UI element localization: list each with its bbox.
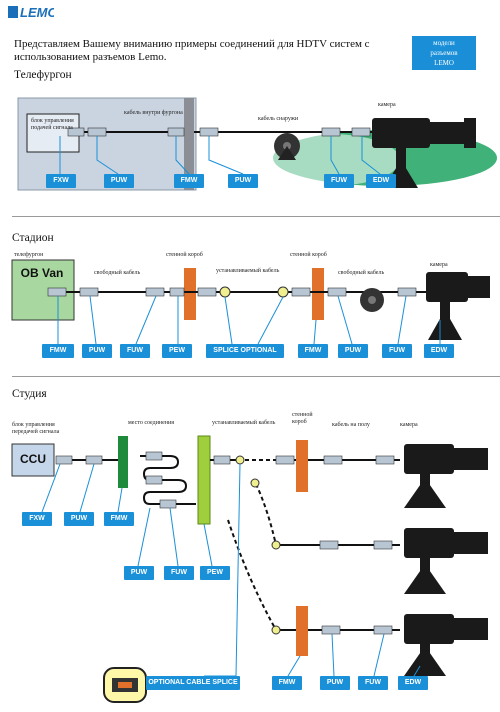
stadium-camera-label: камера bbox=[430, 262, 448, 268]
tag-edw[interactable]: EDW bbox=[366, 174, 396, 188]
studio-tag-fuw[interactable]: FUW bbox=[164, 566, 194, 580]
wall-box-2 bbox=[312, 268, 324, 320]
studio-tag-pew[interactable]: PEW bbox=[200, 566, 230, 580]
badge-line-1: модели bbox=[433, 39, 455, 47]
stadium-tag-puw-2[interactable]: PUW bbox=[338, 344, 368, 358]
tag-puw[interactable]: PUW bbox=[104, 174, 134, 188]
studio-tag-fxw[interactable]: FXW bbox=[22, 512, 52, 526]
stadium-tag-fuw-2[interactable]: FUW bbox=[382, 344, 412, 358]
badge-line-2: разъемов bbox=[430, 49, 458, 57]
junction-panel bbox=[197, 435, 211, 525]
section-title-studio: Студия bbox=[12, 388, 47, 400]
van-control-box-label: блок управления подачей сигнала bbox=[31, 118, 74, 131]
svg-text:LEMO: LEMO bbox=[20, 5, 54, 20]
lemo-models-badge[interactable]: модели разъемов LEMO bbox=[412, 36, 476, 70]
stadium-tag-fmw-2[interactable]: FMW bbox=[298, 344, 328, 358]
intro-text: Представляем Вашему вниманию примеры сое… bbox=[14, 38, 370, 63]
camera-3 bbox=[404, 444, 488, 508]
section-title-stadium: Стадион bbox=[12, 232, 54, 244]
studio-control-box-label: блок управления передачей сигнала bbox=[12, 422, 60, 435]
studio-camera-label: камера bbox=[400, 422, 418, 428]
studio-tag-fmw-2[interactable]: FMW bbox=[272, 676, 302, 690]
van-camera-label: камера bbox=[378, 102, 396, 108]
studio-floor-cable-label: кабель на полу bbox=[332, 422, 370, 428]
divider-1 bbox=[12, 216, 500, 217]
stadium-wall-box-2-label: стенной короб bbox=[290, 252, 327, 258]
stadium-free-cable-2-label: свободный кабель bbox=[338, 270, 385, 276]
divider-2 bbox=[12, 376, 500, 377]
studio-tag-fmw[interactable]: FMW bbox=[104, 512, 134, 526]
optional-cable-splice-tag[interactable]: OPTIONAL CABLE SPLICE bbox=[146, 676, 240, 690]
ccu-label: CCU bbox=[20, 452, 46, 466]
studio-junction-label: место соединения bbox=[128, 420, 174, 426]
stadium-van-label: телефургон bbox=[14, 252, 44, 258]
stadium-tag-splice-optional[interactable]: SPLICE OPTIONAL bbox=[206, 344, 284, 358]
camera-2 bbox=[426, 272, 490, 340]
stadium-wall-box-label: стенной короб bbox=[166, 252, 203, 258]
section-title-van: Телефургон bbox=[14, 69, 72, 81]
ob-van-label: OB Van bbox=[20, 266, 64, 280]
tag-fmw[interactable]: FMW bbox=[174, 174, 204, 188]
studio-tag-puw-2[interactable]: PUW bbox=[124, 566, 154, 580]
stadium-tag-fmw[interactable]: FMW bbox=[42, 344, 74, 358]
studio-wall-box-label: стенной короб bbox=[292, 412, 313, 425]
lemo-logo: LEMO bbox=[8, 5, 54, 20]
studio-tag-puw-3[interactable]: PUW bbox=[320, 676, 350, 690]
camera-4 bbox=[404, 528, 488, 594]
ccu-box bbox=[11, 443, 55, 477]
tag-fxw[interactable]: FXW bbox=[46, 174, 76, 188]
studio-wall-box-2 bbox=[296, 606, 308, 656]
stadium-installed-cable-label: устанавливаемый кабель bbox=[216, 268, 280, 274]
wall-box-1 bbox=[184, 268, 196, 320]
van-cable-outside-label: кабель снаружи bbox=[258, 116, 299, 122]
stadium-tag-pew[interactable]: PEW bbox=[162, 344, 192, 358]
stadium-free-cable-label: свободный кабель bbox=[94, 270, 141, 276]
tag-fuw[interactable]: FUW bbox=[324, 174, 354, 188]
stadium-tag-fuw[interactable]: FUW bbox=[120, 344, 150, 358]
badge-line-3: LEMO bbox=[434, 59, 454, 67]
studio-wall-box-1 bbox=[296, 440, 308, 492]
stadium-tag-edw[interactable]: EDW bbox=[424, 344, 454, 358]
studio-tag-puw[interactable]: PUW bbox=[64, 512, 94, 526]
studio-installed-cable-label: устанавливаемый кабель bbox=[212, 420, 276, 426]
panel-green bbox=[118, 436, 128, 488]
camera-5 bbox=[404, 614, 488, 676]
stadium-tag-puw[interactable]: PUW bbox=[82, 344, 112, 358]
studio-tag-edw[interactable]: EDW bbox=[398, 676, 428, 690]
van-wall bbox=[184, 98, 194, 190]
van-cable-inside-label: кабель внутри фургона bbox=[124, 110, 183, 116]
studio-tag-fuw-2[interactable]: FUW bbox=[358, 676, 388, 690]
tag-puw-2[interactable]: PUW bbox=[228, 174, 258, 188]
